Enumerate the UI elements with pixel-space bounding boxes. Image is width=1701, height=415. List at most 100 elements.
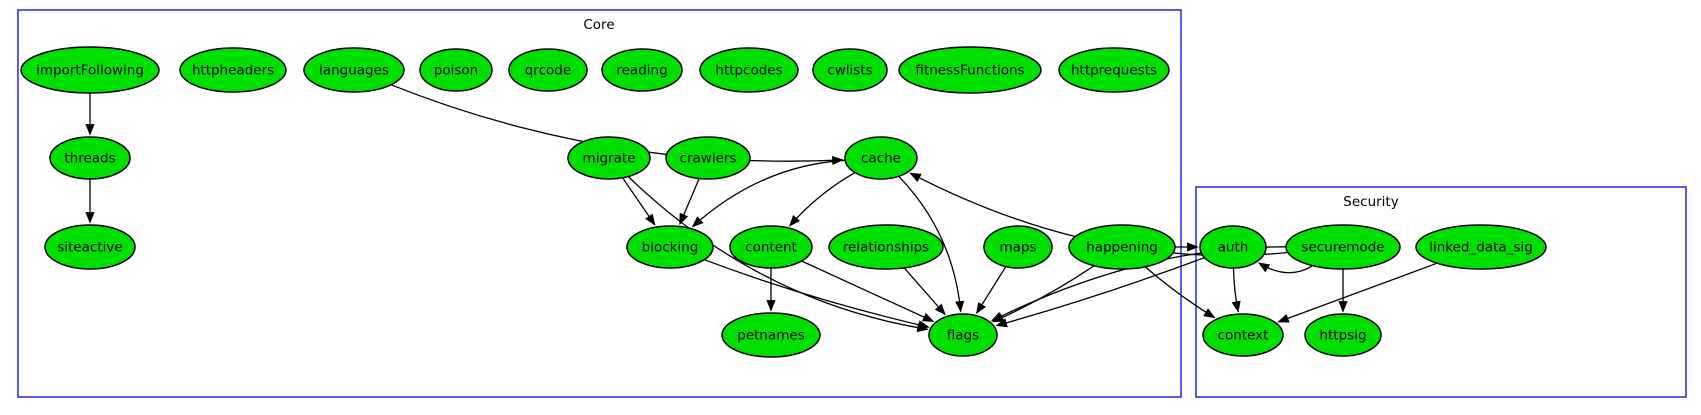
node-context[interactable]: context: [1202, 313, 1284, 357]
node-shape[interactable]: [665, 136, 751, 180]
node-label: petnames: [737, 328, 805, 344]
node-shape[interactable]: [699, 47, 799, 93]
node-threads[interactable]: threads: [49, 136, 131, 180]
edge-happening-to-context: [1144, 266, 1216, 319]
node-languages[interactable]: languages: [303, 47, 405, 93]
edge-arrowhead: [645, 213, 656, 226]
node-importFollowing[interactable]: importFollowing: [20, 46, 160, 94]
node-shape[interactable]: [983, 225, 1053, 269]
edge-happening-to-auth: [1175, 242, 1199, 252]
node-shape[interactable]: [721, 312, 821, 358]
node-label: happening: [1086, 240, 1158, 256]
node-shape[interactable]: [179, 47, 287, 93]
node-httprequests[interactable]: httprequests: [1058, 47, 1170, 93]
node-label: maps: [999, 240, 1036, 256]
edge-cache-to-content: [788, 172, 856, 227]
node-qrcode[interactable]: qrcode: [508, 48, 588, 92]
edge-maps-to-flags: [976, 266, 1007, 315]
edge-arrowhead: [921, 312, 935, 322]
node-label: flags: [947, 328, 979, 344]
node-shape[interactable]: [508, 48, 588, 92]
node-shape[interactable]: [567, 136, 651, 180]
node-shape[interactable]: [844, 136, 918, 180]
node-httpcodes[interactable]: httpcodes: [699, 47, 799, 93]
node-maps[interactable]: maps: [983, 225, 1053, 269]
node-poison[interactable]: poison: [419, 48, 493, 92]
edge-happening-to-flags: [992, 265, 1095, 323]
cluster-label-security: Security: [1343, 194, 1398, 210]
node-shape[interactable]: [1068, 224, 1176, 270]
edge-arrowhead: [909, 172, 922, 183]
node-fitnessFunctions[interactable]: fitnessFunctions: [898, 46, 1042, 94]
node-reading[interactable]: reading: [601, 48, 683, 92]
edge-arrowhead: [955, 300, 965, 313]
node-shape[interactable]: [1285, 224, 1401, 270]
node-siteactive[interactable]: siteactive: [44, 224, 136, 270]
edge-line: [692, 159, 846, 228]
node-label: auth: [1218, 240, 1249, 256]
node-shape[interactable]: [898, 46, 1042, 94]
edge-arrowhead: [1257, 262, 1271, 273]
edge-arrowhead: [679, 212, 689, 226]
node-shape[interactable]: [1058, 47, 1170, 93]
edge-arrowhead: [85, 124, 95, 136]
node-shape[interactable]: [1304, 313, 1382, 357]
node-label: threads: [64, 151, 115, 167]
edge-line: [1278, 262, 1438, 323]
edge-auth-to-flags: [995, 256, 1205, 328]
nodes-layer: importFollowing httpheaders languages poiso…: [20, 46, 1547, 358]
cluster-core: Core: [17, 9, 1182, 398]
node-securemode[interactable]: securemode: [1285, 224, 1401, 270]
node-migrate[interactable]: migrate: [567, 136, 651, 180]
node-httpheaders[interactable]: httpheaders: [179, 47, 287, 93]
node-label: blocking: [642, 240, 699, 256]
edge-importFollowing-to-threads: [85, 93, 95, 136]
node-auth[interactable]: auth: [1199, 225, 1267, 269]
edge-arrowhead: [917, 320, 930, 330]
node-label: importFollowing: [36, 63, 144, 79]
node-shape[interactable]: [729, 225, 813, 269]
node-label: httpheaders: [192, 63, 274, 79]
node-label: crawlers: [680, 151, 737, 167]
node-cwlists[interactable]: cwlists: [812, 48, 888, 92]
node-shape[interactable]: [20, 46, 160, 94]
node-httpsig[interactable]: httpsig: [1304, 313, 1382, 357]
node-shape[interactable]: [601, 48, 683, 92]
node-shape[interactable]: [1199, 225, 1267, 269]
cluster-label-core: Core: [583, 17, 614, 33]
node-shape[interactable]: [44, 224, 136, 270]
node-label: content: [745, 240, 797, 256]
node-shape[interactable]: [303, 47, 405, 93]
node-content[interactable]: content: [729, 225, 813, 269]
node-relationships[interactable]: relationships: [828, 224, 944, 270]
node-flags[interactable]: flags: [928, 313, 998, 357]
node-happening[interactable]: happening: [1068, 224, 1176, 270]
edge-line: [627, 176, 928, 330]
node-cache[interactable]: cache: [844, 136, 918, 180]
node-petnames[interactable]: petnames: [721, 312, 821, 358]
node-shape[interactable]: [626, 225, 714, 269]
edge-line: [789, 172, 856, 227]
edge-content-to-flags: [801, 260, 935, 322]
node-shape[interactable]: [828, 224, 944, 270]
node-shape[interactable]: [812, 48, 888, 92]
node-linked_data_sig[interactable]: linked_data_sig: [1415, 224, 1547, 270]
edge-securemode-to-httpsig: [1338, 269, 1348, 313]
edge-arrowhead: [1231, 300, 1241, 313]
node-shape[interactable]: [1415, 224, 1547, 270]
edge-line: [996, 256, 1205, 327]
edges-layer: [85, 84, 1438, 333]
node-shape[interactable]: [1202, 313, 1284, 357]
node-shape[interactable]: [928, 313, 998, 357]
node-shape[interactable]: [49, 136, 131, 180]
node-label: securemode: [1301, 240, 1384, 256]
node-blocking[interactable]: blocking: [626, 225, 714, 269]
node-label: cwlists: [827, 63, 872, 79]
edge-line: [992, 265, 1095, 323]
edge-arrowhead: [934, 303, 946, 316]
node-crawlers[interactable]: crawlers: [665, 136, 751, 180]
edge-arrowhead: [788, 214, 801, 227]
edge-cache-to-blocking: [691, 159, 846, 228]
node-shape[interactable]: [419, 48, 493, 92]
